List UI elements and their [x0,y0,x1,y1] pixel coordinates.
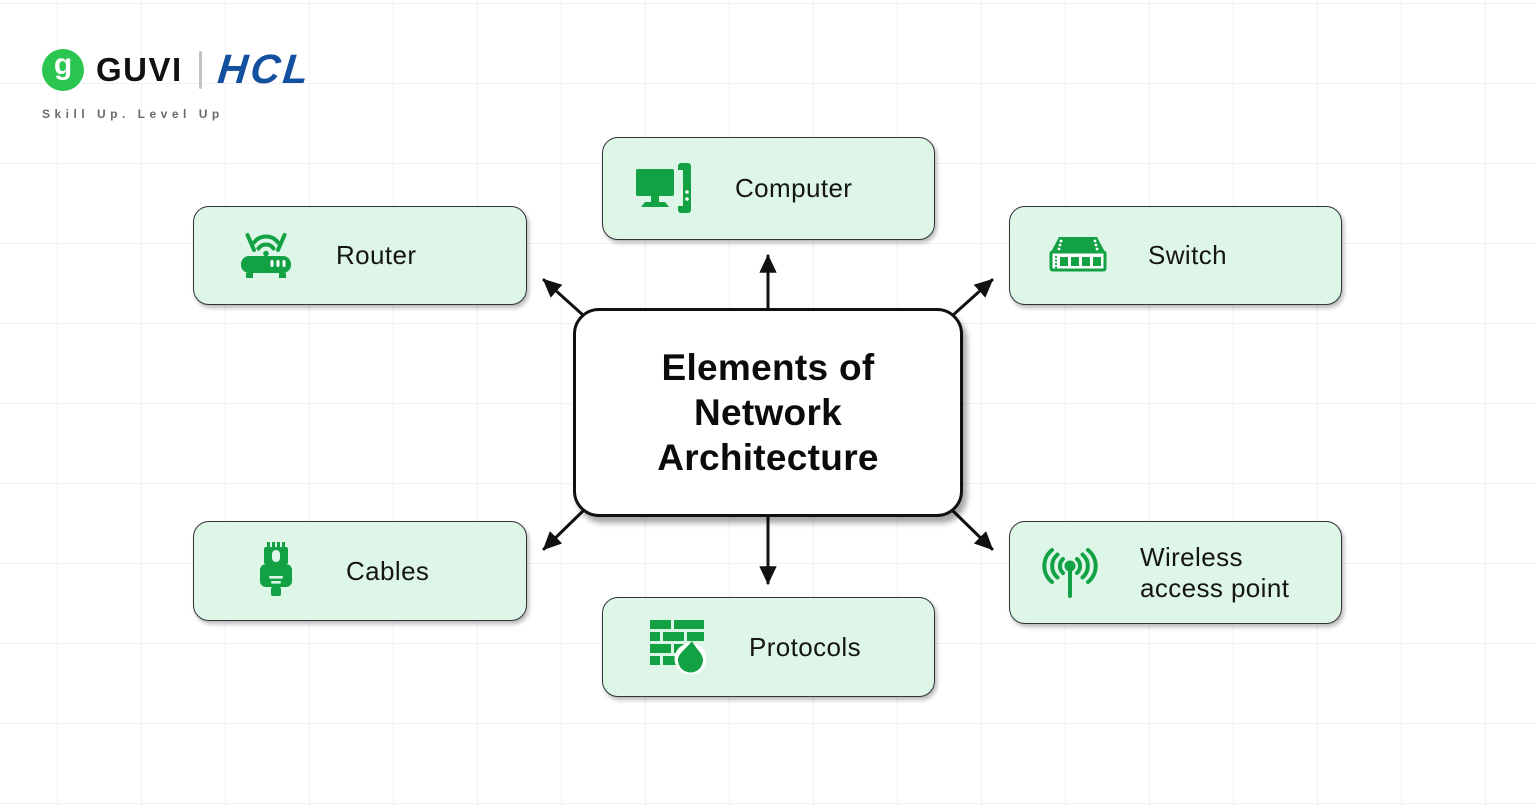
guvi-wordmark: GUVI [96,50,183,88]
router-icon [234,228,298,284]
node-label: Cables [346,555,430,586]
arrow-to-cables [542,508,586,551]
guvi-logo-glyph: g [53,47,73,81]
node-wireless-access-point: Wireless access point [1009,521,1342,624]
node-switch: Switch [1009,206,1342,305]
node-label: Computer [735,173,853,204]
brand-tagline: Skill Up. Level Up [42,107,224,121]
switch-icon [1046,234,1110,278]
node-label: Protocols [749,631,861,662]
brand-header: g GUVI HCL Skill Up. Level Up [42,46,314,121]
computer-icon [633,162,697,215]
center-node: Elements of Network Architecture [573,308,963,517]
hcl-wordmark: HCL [215,46,314,92]
protocols-icon [647,620,711,674]
node-label: Router [336,240,417,271]
brand-logo-row: g GUVI HCL [42,46,314,93]
node-cables: Cables [193,521,527,621]
arrow-to-router [542,278,586,318]
wireless-access-point-icon [1038,546,1102,600]
guvi-logo-icon: g [42,47,84,91]
node-router: Router [193,206,527,305]
diagram-title: Elements of Network Architecture [657,347,879,478]
node-label: Switch [1148,240,1227,271]
node-protocols: Protocols [602,597,935,697]
node-label: Wireless access point [1140,541,1290,603]
arrow-to-wireless-access-point [950,508,994,551]
node-computer: Computer [602,137,935,240]
brand-divider [198,50,202,89]
arrow-to-switch [950,278,994,318]
cables-icon [244,542,308,600]
